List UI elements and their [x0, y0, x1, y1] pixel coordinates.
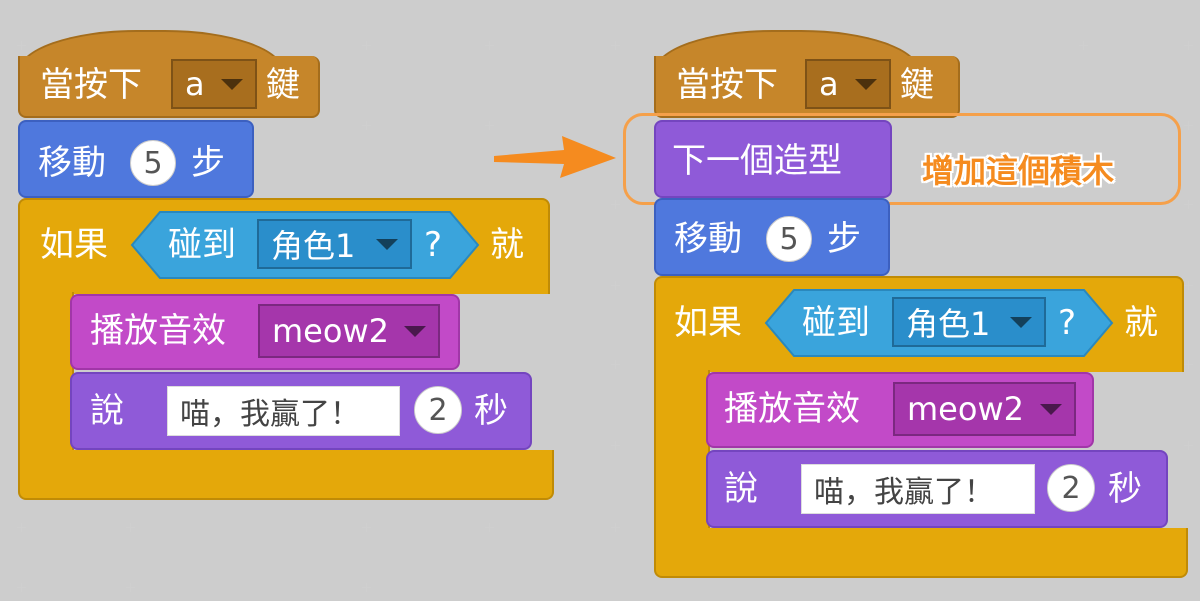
touching-prefix: 碰到 [168, 225, 236, 265]
sound-dropdown-value: meow2 [907, 390, 1024, 428]
sound-dropdown[interactable]: meow2 [258, 304, 440, 358]
if-suffix: 就 [490, 225, 524, 265]
when-key-prefix: 當按下 [40, 65, 142, 105]
when-key-prefix: 當按下 [676, 65, 778, 105]
chevron-down-icon [404, 326, 426, 337]
touching-target-dropdown[interactable]: 角色1 [892, 297, 1046, 347]
arrow-right-icon [494, 136, 616, 178]
move-suffix: 步 [191, 143, 225, 183]
touching-question: ? [1058, 303, 1077, 343]
sound-dropdown-value: meow2 [272, 312, 389, 350]
key-dropdown[interactable]: a [171, 59, 257, 109]
next-costume-block[interactable] [654, 120, 892, 198]
say-suffix: 秒 [1108, 469, 1142, 509]
if-then-foot [18, 450, 554, 500]
key-dropdown-value: a [185, 65, 205, 103]
if-suffix: 就 [1124, 303, 1158, 343]
touching-target-value: 角色1 [906, 305, 991, 343]
say-secs-input[interactable]: 2 [414, 386, 462, 434]
touching-prefix: 碰到 [802, 303, 870, 343]
touching-question: ? [424, 225, 443, 265]
if-then-arm [18, 292, 74, 454]
move-prefix: 移動 [38, 143, 106, 183]
say-suffix: 秒 [474, 391, 508, 431]
next-costume-label: 下一個造型 [672, 141, 842, 181]
when-key-pressed-block[interactable] [18, 56, 320, 118]
if-then-foot [654, 528, 1188, 578]
say-message-input[interactable]: 喵，我贏了！ [167, 386, 400, 436]
chevron-down-icon [855, 79, 877, 90]
touching-target-value: 角色1 [271, 227, 356, 265]
when-key-suffix: 鍵 [266, 65, 300, 105]
chevron-down-icon [376, 239, 398, 250]
annotation-label: 增加這個積木 [922, 152, 1115, 190]
move-prefix: 移動 [674, 219, 742, 259]
move-suffix: 步 [827, 219, 861, 259]
chevron-down-icon [221, 79, 243, 90]
key-dropdown[interactable]: a [805, 59, 891, 109]
sound-dropdown[interactable]: meow2 [893, 382, 1076, 436]
if-prefix: 如果 [674, 303, 742, 343]
touching-target-dropdown[interactable]: 角色1 [257, 219, 412, 269]
say-prefix: 說 [90, 391, 124, 431]
chevron-down-icon [1010, 317, 1032, 328]
if-then-arm [654, 370, 710, 532]
chevron-down-icon [1040, 404, 1062, 415]
if-prefix: 如果 [40, 225, 108, 265]
move-steps-input[interactable]: 5 [766, 216, 812, 262]
highlight-outline [623, 113, 1181, 205]
say-message-input[interactable]: 喵，我贏了！ [801, 464, 1035, 514]
move-steps-input[interactable]: 5 [130, 140, 176, 186]
play-sound-prefix: 播放音效 [724, 389, 860, 429]
when-key-suffix: 鍵 [900, 65, 934, 105]
say-prefix: 說 [724, 469, 758, 509]
say-secs-input[interactable]: 2 [1047, 464, 1095, 512]
play-sound-prefix: 播放音效 [90, 311, 226, 351]
key-dropdown-value: a [819, 65, 839, 103]
